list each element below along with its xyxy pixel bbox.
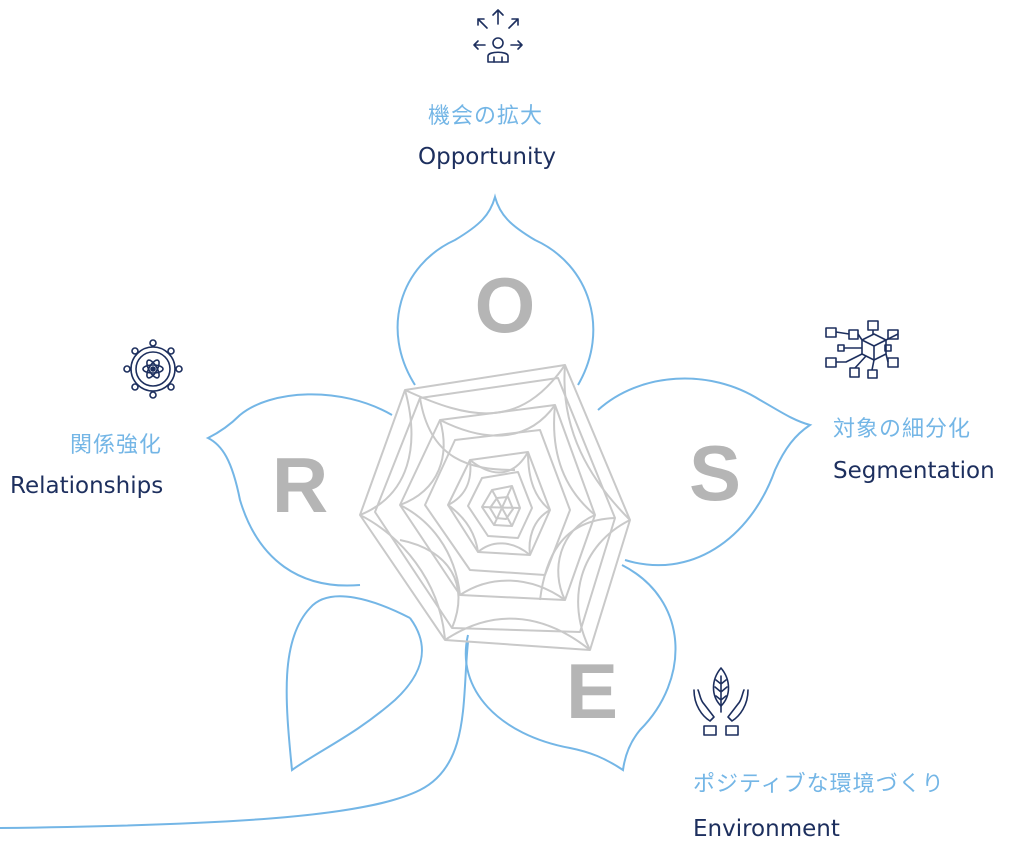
label-jp-opportunity: 機会の拡大 [428, 104, 544, 129]
stem [0, 641, 469, 829]
people-arrows-icon [473, 9, 523, 63]
letter-e: E [566, 647, 618, 735]
petal-r [205, 393, 393, 587]
petal-lower-left [285, 595, 423, 772]
network-cube-icon [825, 320, 899, 379]
atom-network-icon [123, 339, 183, 399]
label-jp-segmentation: 対象の細分化 [833, 417, 972, 442]
label-en-relationships: Relationships [10, 473, 164, 499]
label-en-segmentation: Segmentation [833, 458, 995, 484]
petal-o [396, 193, 595, 386]
letter-o: O [475, 261, 536, 349]
petal-e [464, 564, 677, 772]
petal-s [597, 377, 813, 567]
hands-leaf-icon [693, 667, 749, 736]
label-jp-relationships: 関係強化 [70, 433, 163, 458]
label-en-opportunity: Opportunity [418, 144, 557, 170]
letter-s: S [689, 429, 741, 517]
label-en-environment: Environment [693, 816, 840, 842]
letter-r: R [272, 441, 328, 529]
label-jp-environment: ポジティブな環境づくり [693, 772, 945, 797]
rose-illustration [359, 364, 631, 651]
